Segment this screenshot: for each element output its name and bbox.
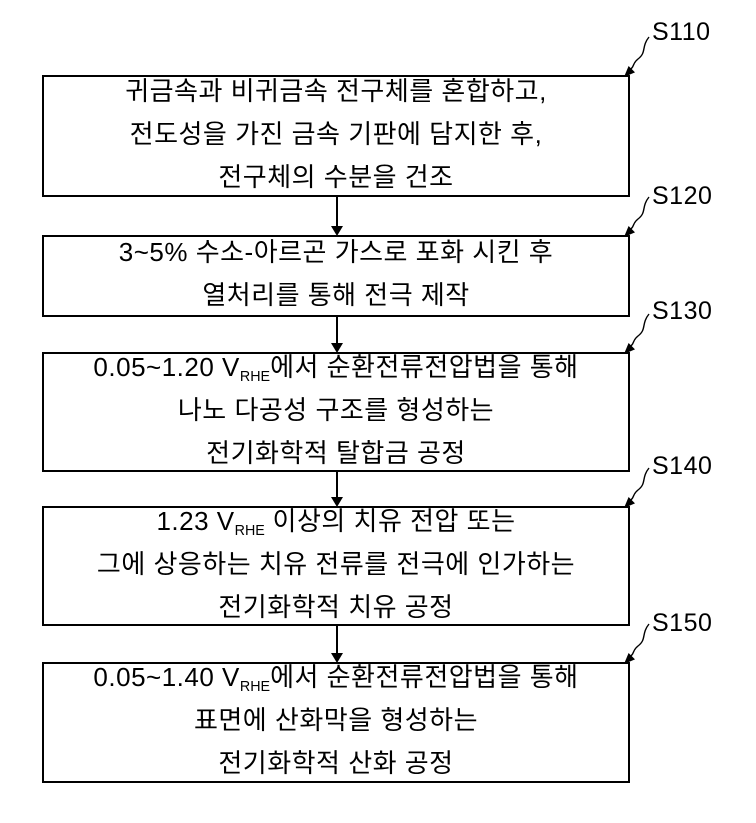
line-text: 1.23 V bbox=[156, 505, 235, 536]
label-pointer-arrow bbox=[624, 623, 650, 664]
box-line: 1.23 VRHE 이상의 치유 전압 또는 bbox=[156, 502, 515, 545]
line-text: 0.05~1.40 V bbox=[93, 662, 240, 692]
box-line: 전기화학적 산화 공정 bbox=[218, 744, 453, 787]
line-text: 에서 순환전류전압법을 통해 bbox=[270, 351, 579, 382]
step-label-s120: S120 bbox=[652, 182, 713, 210]
line-text: 3~5% 수소-아르곤 가스로 포화 시킨 후 bbox=[118, 237, 554, 267]
box-line: 전구체의 수분을 건조 bbox=[218, 158, 453, 201]
subscript: RHE bbox=[239, 679, 271, 695]
line-text: 나노 다공성 구조를 형성하는 bbox=[177, 394, 495, 425]
down-arrow bbox=[336, 472, 338, 497]
flow-step-box-s140: 1.23 VRHE 이상의 치유 전압 또는 그에 상응하는 치유 전류를 전극… bbox=[42, 506, 630, 626]
label-pointer-arrow bbox=[624, 467, 650, 508]
line-text: 0.05~1.20 V bbox=[93, 351, 240, 382]
line-text: 전기화학적 치유 공정 bbox=[218, 591, 454, 622]
label-pointer-arrow bbox=[624, 196, 650, 237]
box-line: 0.05~1.40 VRHE에서 순환전류전압법을 통해 bbox=[93, 658, 578, 701]
flow-step-box-s110: 귀금속과 비귀금속 전구체를 혼합하고, 전도성을 가진 금속 기판에 담지한 … bbox=[42, 75, 630, 197]
down-arrow bbox=[336, 626, 338, 653]
box-line: 나노 다공성 구조를 형성하는 bbox=[178, 391, 494, 434]
line-text: 전기화학적 탈합금 공정 bbox=[206, 437, 466, 468]
line-text: 그에 상응하는 치유 전류를 전극에 인가하는 bbox=[96, 548, 576, 579]
line-text: 표면에 산화막을 형성하는 bbox=[193, 705, 479, 735]
box-line: 전도성을 가진 금속 기판에 담지한 후, bbox=[130, 115, 543, 158]
line-text: 전도성을 가진 금속 기판에 담지한 후, bbox=[129, 118, 543, 149]
label-pointer-arrow bbox=[624, 36, 650, 77]
box-line: 전기화학적 탈합금 공정 bbox=[206, 434, 466, 477]
box-line: 그에 상응하는 치유 전류를 전극에 인가하는 bbox=[97, 545, 575, 588]
down-arrow bbox=[336, 317, 338, 343]
subscript: RHE bbox=[239, 368, 271, 385]
step-label-s150: S150 bbox=[652, 609, 713, 637]
box-line: 전기화학적 치유 공정 bbox=[218, 588, 453, 631]
line-text: 열처리를 통해 전극 제작 bbox=[202, 280, 470, 310]
subscript: RHE bbox=[234, 522, 265, 539]
line-text: 전기화학적 산화 공정 bbox=[218, 748, 454, 778]
step-label-s140: S140 bbox=[652, 452, 713, 480]
flow-step-box-s120: 3~5% 수소-아르곤 가스로 포화 시킨 후 열처리를 통해 전극 제작 bbox=[42, 235, 630, 317]
box-line: 귀금속과 비귀금속 전구체를 혼합하고, bbox=[125, 72, 547, 115]
label-pointer-arrow bbox=[624, 313, 650, 354]
box-line: 3~5% 수소-아르곤 가스로 포화 시킨 후 bbox=[119, 233, 553, 276]
box-line: 0.05~1.20 VRHE에서 순환전류전압법을 통해 bbox=[93, 348, 578, 391]
line-text: 전구체의 수분을 건조 bbox=[218, 161, 454, 192]
box-line: 열처리를 통해 전극 제작 bbox=[202, 276, 469, 319]
down-arrow bbox=[336, 197, 338, 226]
step-label-s110: S110 bbox=[652, 18, 711, 46]
line-text: 귀금속과 비귀금속 전구체를 혼합하고, bbox=[125, 75, 547, 106]
line-text: 이상의 치유 전압 또는 bbox=[264, 505, 516, 536]
flow-step-box-s130: 0.05~1.20 VRHE에서 순환전류전압법을 통해 나노 다공성 구조를 … bbox=[42, 352, 630, 472]
flow-step-box-s150: 0.05~1.40 VRHE에서 순환전류전압법을 통해 표면에 산화막을 형성… bbox=[42, 662, 630, 783]
line-text: 에서 순환전류전압법을 통해 bbox=[270, 662, 579, 692]
step-label-s130: S130 bbox=[652, 297, 713, 325]
box-line: 표면에 산화막을 형성하는 bbox=[194, 701, 478, 744]
